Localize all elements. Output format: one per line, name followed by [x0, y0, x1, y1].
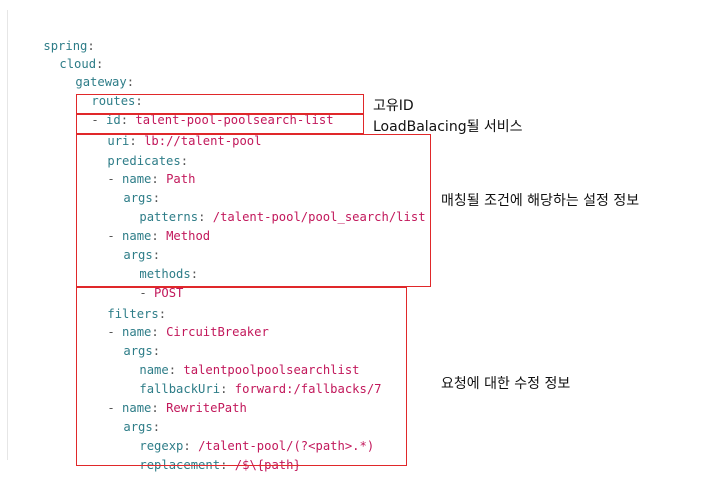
yaml-line-args-2: args:: [123, 248, 161, 262]
key-patterns: patterns: [139, 210, 199, 224]
yaml-line-regexp: regexp: /talent-pool/(?<path>.*): [139, 439, 375, 453]
key-methods: methods: [139, 267, 191, 281]
key-gateway: gateway: [75, 75, 127, 89]
highlight-box-uri: [76, 114, 364, 134]
value-regexp: /talent-pool/(?<path>.*): [198, 439, 375, 453]
key-regexp: regexp: [139, 439, 184, 453]
yaml-line-methods: methods:: [139, 267, 199, 281]
indent-guide: [7, 10, 8, 460]
yaml-line-routes: routes:: [91, 94, 143, 108]
highlight-box-id: [76, 94, 364, 114]
key-fallback: fallbackUri: [139, 382, 221, 396]
yaml-line-args-4: args:: [123, 420, 161, 434]
value-path: Path: [166, 172, 196, 186]
value-uri: lb://talent-pool: [144, 134, 262, 148]
yaml-line-cb-name: name: talentpoolpoolsearchlist: [139, 363, 360, 377]
key-cloud: cloud: [59, 57, 97, 71]
annotation-uri: LoadBalacing될 서비스: [373, 119, 523, 135]
value-method: Method: [166, 229, 211, 243]
key-id: id: [106, 113, 121, 127]
value-circuitbreaker: CircuitBreaker: [166, 325, 269, 339]
yaml-line-name-method: - name: Method: [107, 229, 211, 243]
yaml-line-id: - id: talent-pool-poolsearch-list: [91, 113, 334, 127]
yaml-line-patterns: patterns: /talent-pool/pool_search/list: [139, 210, 426, 224]
yaml-line-uri: uri: lb://talent-pool: [107, 134, 262, 148]
yaml-line-cloud: cloud:: [59, 57, 104, 71]
yaml-line-filters: filters:: [107, 307, 167, 321]
yaml-line-args-1: args:: [123, 191, 161, 205]
key-predicates: predicates: [107, 154, 181, 168]
yaml-line-post: - POST: [139, 286, 184, 300]
highlight-box-predicates: [76, 134, 431, 287]
value-cb-arg-name: talentpoolpoolsearchlist: [183, 363, 360, 377]
key-spring: spring: [43, 39, 88, 53]
yaml-line-name-rewritepath: - name: RewritePath: [107, 401, 247, 415]
key-uri: uri: [107, 134, 130, 148]
value-post: POST: [154, 286, 184, 300]
yaml-line-gateway: gateway:: [75, 75, 135, 89]
highlight-box-filters: [76, 287, 407, 466]
yaml-line-name-circuitbreaker: - name: CircuitBreaker: [107, 325, 269, 339]
yaml-line-name-path: - name: Path: [107, 172, 196, 186]
yaml-line-fallback: fallbackUri: forward:/fallbacks/7: [139, 382, 382, 396]
value-fallback: forward:/fallbacks/7: [234, 382, 382, 396]
value-rewritepath: RewritePath: [166, 401, 247, 415]
key-filters: filters: [107, 307, 159, 321]
annotation-filters: 요청에 대한 수정 정보: [441, 376, 571, 392]
yaml-line-spring: spring:: [43, 39, 95, 53]
yaml-line-args-3: args:: [123, 344, 161, 358]
code-editor: spring: cloud: gateway: routes: - id: ta…: [7, 10, 640, 472]
yaml-line-predicates: predicates:: [107, 154, 189, 168]
key-routes: routes: [91, 94, 136, 108]
annotation-predicates: 매칭될 조건에 해당하는 설정 정보: [441, 193, 640, 209]
annotation-id: 고유ID: [373, 98, 414, 114]
value-id: talent-pool-poolsearch-list: [135, 113, 334, 127]
value-patterns: /talent-pool/pool_search/list: [212, 210, 426, 224]
